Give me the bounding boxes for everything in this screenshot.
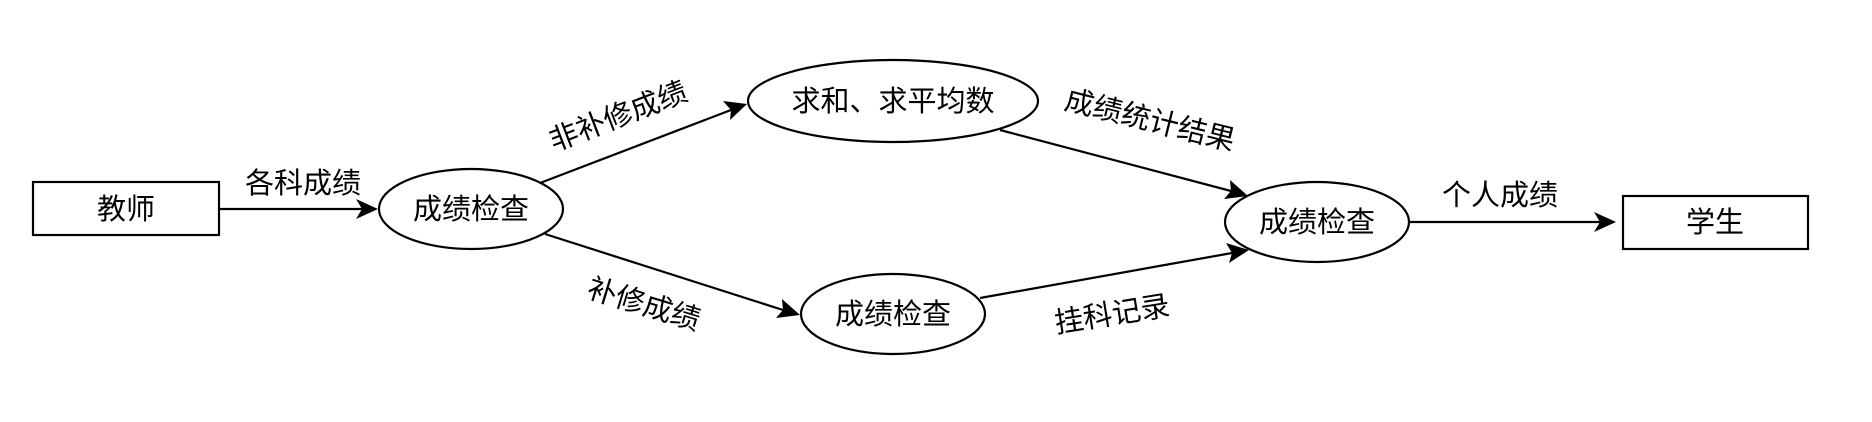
- edge-check2-to-student: [1408, 212, 1616, 232]
- edge-check1-to-sum-average: [539, 101, 747, 185]
- node-student: 学生: [1621, 194, 1810, 251]
- node-score-check-2-label: 成绩检查: [1259, 205, 1375, 239]
- node-sum-average: 求和、求平均数: [746, 58, 1040, 144]
- node-score-check-1-label: 成绩检查: [413, 192, 529, 226]
- edge-label-non-makeup-scores: 非补修成绩: [544, 74, 692, 158]
- edge-label-personal-scores: 个人成绩: [1442, 178, 1558, 212]
- edge-label-fail-record: 挂科记录: [1052, 288, 1172, 340]
- edge-teacher-to-check1: [219, 199, 378, 219]
- node-score-check-3-label: 成绩检查: [835, 297, 951, 331]
- edge-check3-to-check2: [979, 243, 1249, 300]
- edge-check1-to-check3: [544, 232, 800, 318]
- node-score-check-3: 成绩检查: [799, 272, 987, 356]
- node-teacher: 教师: [31, 180, 221, 237]
- node-score-check-2: 成绩检查: [1223, 180, 1411, 264]
- edge-label-all-scores: 各科成绩: [245, 166, 361, 200]
- node-teacher-label: 教师: [97, 192, 155, 226]
- edge-sum-average-to-check2: [999, 128, 1248, 199]
- node-score-check-1: 成绩检查: [377, 167, 565, 251]
- edge-label-makeup-scores: 补修成绩: [584, 271, 705, 337]
- node-student-label: 学生: [1686, 205, 1744, 239]
- edge-label-stats-result: 成绩统计结果: [1061, 82, 1238, 157]
- node-sum-average-label: 求和、求平均数: [791, 84, 994, 118]
